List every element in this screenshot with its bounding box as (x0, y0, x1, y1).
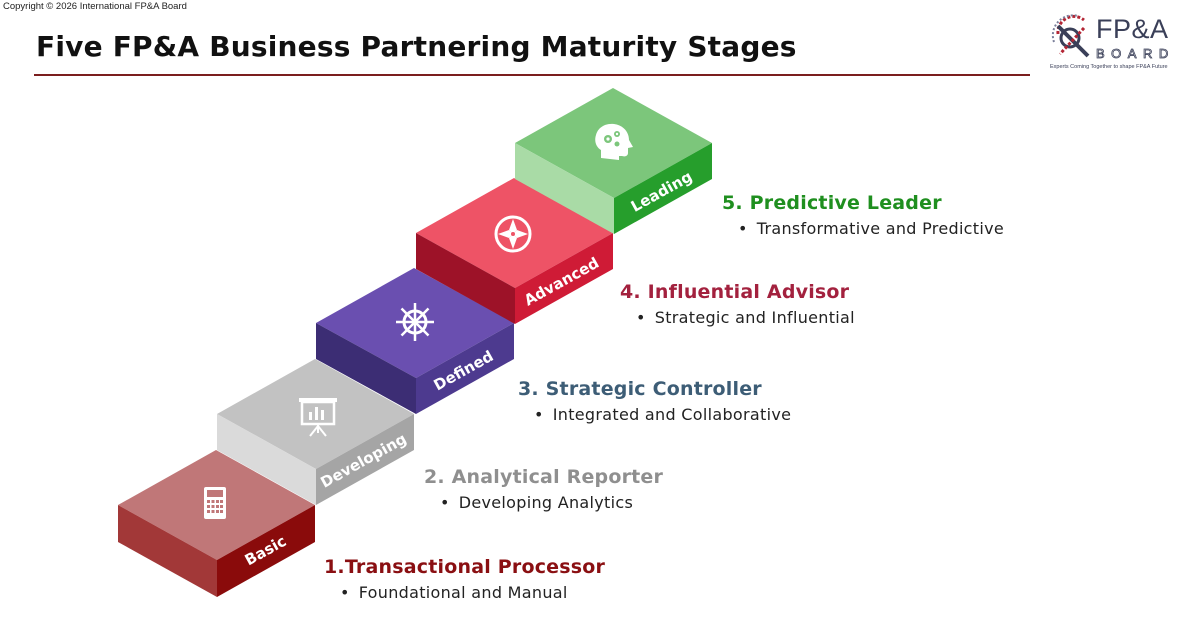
fpa-board-logo: FP&A BOARD Experts Coming Together to sh… (1050, 10, 1190, 76)
stage-description-2: 2. Analytical Reporter • Developing Analy… (424, 466, 663, 512)
bullet-icon: • (440, 493, 450, 512)
block-left-face (217, 414, 316, 505)
block-left-face (515, 143, 614, 234)
stage-block-advanced: Advanced (416, 178, 613, 324)
stage-description-1: 1.Transactional Processor • Foundational … (324, 556, 605, 602)
page-title: Five FP&A Business Partnering Maturity S… (36, 30, 797, 63)
title-divider (34, 74, 1030, 76)
block-left-face (416, 233, 515, 324)
stage-heading: 1.Transactional Processor (324, 556, 606, 578)
block-front-face (217, 505, 315, 597)
stage-block-basic: Basic (118, 450, 315, 597)
stage-description-4: 4. Influential Advisor • Strategic and In… (620, 281, 855, 327)
block-left-face (316, 323, 416, 414)
copyright-text: Copyright © 2026 International FP&A Boar… (3, 1, 187, 12)
stage-bullet: • Developing Analytics (424, 493, 663, 512)
logo-text-board: BOARD (1096, 46, 1175, 62)
presentation-chart-icon (299, 398, 337, 437)
stage-heading: 2. Analytical Reporter (424, 466, 664, 488)
stage-bullet: • Strategic and Influential (620, 308, 855, 327)
block-front-face (515, 233, 613, 324)
stage-bullet-text: Integrated and Collaborative (552, 405, 792, 424)
stage-description-5: 5. Predictive Leader • Transformative and… (722, 192, 1004, 238)
stage-bullet: • Transformative and Predictive (722, 219, 1004, 238)
stage-bullet-text: Transformative and Predictive (756, 219, 1005, 238)
logo-mark-icon (1051, 14, 1090, 58)
stage-bullet-text: Foundational and Manual (358, 583, 568, 602)
stage-bullet: • Foundational and Manual (324, 583, 605, 602)
bullet-icon: • (340, 583, 350, 602)
block-front-face (614, 143, 712, 234)
stage-description-3: 3. Strategic Controller • Integrated and … (518, 378, 791, 424)
logo-text-fpa: FP&A (1096, 14, 1169, 44)
logo-tagline: Experts Coming Together to shape FP&A Fu… (1050, 64, 1168, 70)
block-left-face (118, 505, 217, 597)
bullet-icon: • (738, 219, 748, 238)
stage-heading: 4. Influential Advisor (620, 281, 850, 303)
compass-icon (494, 215, 532, 253)
bullet-icon: • (534, 405, 544, 424)
bullet-icon: • (636, 308, 646, 327)
stage-bullet-text: Developing Analytics (458, 493, 634, 512)
block-front-face (416, 323, 514, 414)
ship-wheel-icon (396, 303, 434, 341)
calculator-icon (204, 487, 226, 519)
block-front-face (316, 414, 414, 505)
stage-block-defined: Defined (316, 268, 514, 414)
stage-heading: 3. Strategic Controller (518, 378, 762, 400)
stage-bullet: • Integrated and Collaborative (518, 405, 791, 424)
stage-bullet-text: Strategic and Influential (654, 308, 855, 327)
stage-heading: 5. Predictive Leader (722, 192, 942, 214)
head-gears-icon (595, 123, 633, 160)
